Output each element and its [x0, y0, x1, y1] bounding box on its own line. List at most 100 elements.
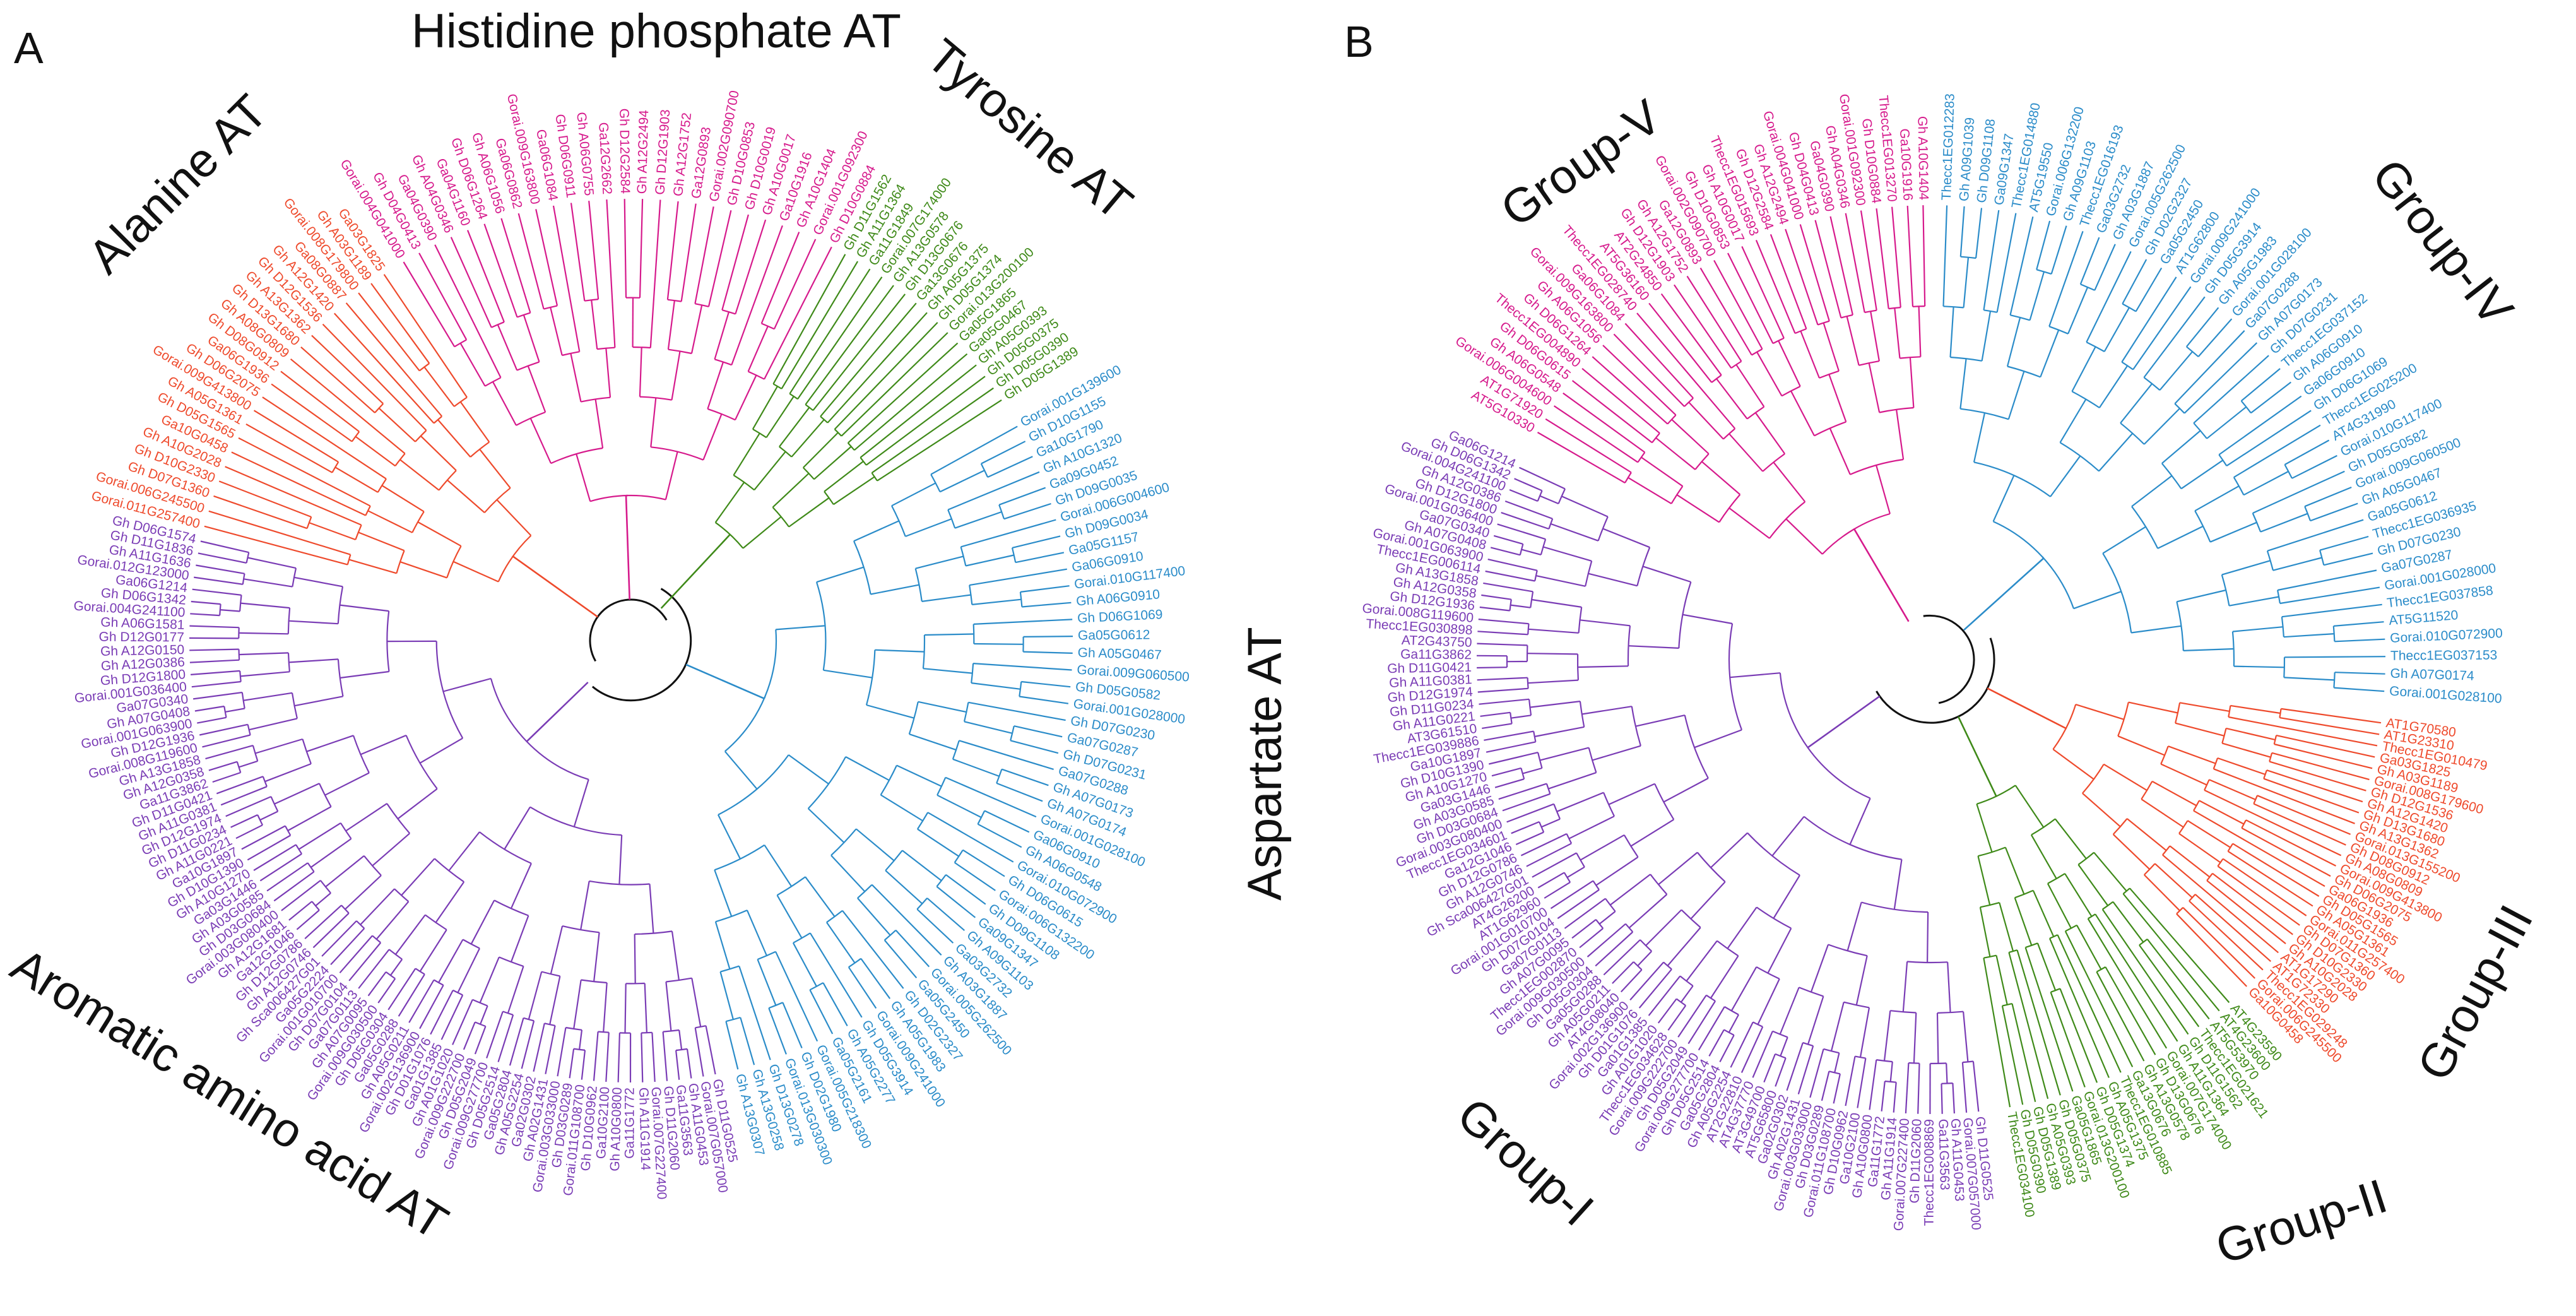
clade-group4-arc	[2221, 574, 2230, 606]
clade-group4-branch	[2143, 296, 2206, 378]
leaf-label: Gh A10G0800	[608, 1087, 625, 1171]
clade-group5-branch	[1628, 477, 1672, 504]
clade-tyrosine-branch	[742, 516, 782, 549]
clade-aromatic-branch	[593, 932, 600, 982]
clade-aspartate-branch	[1001, 768, 1049, 786]
clade-group5-branch	[1785, 518, 1823, 555]
clade-aromatic-branch	[705, 1025, 716, 1075]
clade-group3-branch	[2221, 742, 2271, 758]
clade-aromatic-arc	[565, 1026, 582, 1031]
clade-aromatic-branch	[480, 1005, 488, 1025]
clade-aspartate-branch	[880, 794, 923, 822]
clade-alanine-branch	[420, 435, 457, 471]
clade-group4-branch	[2233, 424, 2321, 478]
clade-aromatic-arc	[523, 1017, 535, 1022]
clade-group1-branch	[1947, 962, 1951, 1013]
clade-group1-branch	[1797, 1045, 1814, 1094]
clade-group5-branch	[1909, 357, 1915, 408]
clade-group3-branch	[2128, 701, 2178, 714]
clade-histidine-branch	[721, 214, 749, 311]
clade-aromatic-arc	[287, 607, 291, 634]
clade-group5-branch	[1918, 306, 1922, 357]
clade-aromatic-branch	[419, 737, 463, 764]
clade-group1-branch	[1586, 923, 1626, 957]
clade-group1-branch	[1511, 714, 1532, 719]
clade-alanine-branch	[399, 459, 440, 491]
clade-group3-branch	[2075, 704, 2124, 720]
clade-aspartate-branch	[927, 812, 1014, 863]
clade-aspartate-branch	[998, 487, 1046, 506]
clade-group4-arc	[2086, 341, 2105, 352]
clade-alanine-arc	[433, 415, 442, 424]
clade-aromatic-arc	[598, 1031, 609, 1033]
clade-group5-branch	[1773, 461, 1806, 502]
clade-group5-branch	[1829, 428, 1851, 475]
clade-group1-branch	[1629, 961, 1664, 1001]
clade-aromatic-branch	[192, 588, 242, 596]
clade-aspartate-branch	[775, 951, 818, 1042]
clade-group4-arc	[2284, 464, 2293, 479]
leaf-label: Ga11G3862	[1400, 647, 1472, 662]
clade-tyrosine-branch	[803, 432, 839, 468]
clade-group4-branch	[1949, 307, 1954, 358]
clade-group1-branch	[1588, 572, 1638, 587]
clade-alanine-branch	[218, 480, 312, 518]
clade-group1-branch	[1620, 969, 1643, 993]
clade-group1-branch	[1580, 619, 1631, 627]
clade-aromatic-branch	[452, 999, 473, 1045]
clade-aspartate-arc	[726, 1016, 741, 1023]
clade-aromatic-arc	[311, 901, 320, 911]
clade-histidine-branch	[650, 398, 657, 448]
clade-aromatic-branch	[448, 831, 480, 872]
clade-aspartate-branch	[805, 876, 836, 917]
clade-aromatic-branch	[641, 1033, 644, 1082]
clade-group3-arc	[2162, 845, 2171, 856]
clade-alanine-branch	[225, 466, 362, 526]
clade-aromatic-branch	[339, 935, 373, 974]
clade-group4-branch	[2177, 589, 2226, 603]
clade-alanine-branch	[231, 451, 366, 516]
clade-group2-branch	[2087, 918, 2168, 1049]
clade-aromatic-branch	[486, 1011, 504, 1058]
clade-group1-branch	[1578, 665, 1629, 668]
clade-aromatic-arc	[252, 745, 259, 762]
root-arc	[589, 598, 668, 662]
clade-aromatic-branch	[580, 880, 590, 930]
clade-group1-branch	[1581, 706, 1632, 715]
clade-group4-branch	[2252, 470, 2345, 514]
clade-aspartate-arc	[768, 1002, 783, 1009]
clade-alanine-branch	[311, 335, 384, 405]
clade-group1-arc	[1696, 851, 1726, 882]
clade-aspartate-branch	[718, 814, 741, 860]
clade-group4-arc	[2143, 377, 2161, 391]
clade-histidine-branch	[707, 210, 732, 307]
clade-group1-branch	[1509, 489, 1539, 502]
clade-aromatic-branch	[266, 862, 309, 892]
clade-group1-branch	[1972, 1061, 1980, 1112]
clade-tyrosine-branch	[820, 302, 917, 417]
clade-histidine-branch	[418, 252, 468, 340]
clade-group1-branch	[1821, 1071, 1830, 1101]
clade-tyrosine-branch	[772, 473, 810, 508]
clade-group5-branch	[1648, 302, 1713, 383]
clade-aromatic-branch	[579, 1029, 583, 1050]
clade-group4-branch	[2029, 271, 2045, 321]
clade-group3-branch	[2169, 845, 2211, 878]
clade-group5-arc	[1624, 471, 1632, 483]
clade-group4-branch	[2310, 502, 2358, 522]
clade-group3-branch	[2141, 798, 2184, 828]
leaf-label: Gh A12G0150	[100, 643, 185, 659]
clade-group2-arc	[2122, 887, 2130, 894]
clade-aspartate-arc	[998, 504, 1005, 519]
clade-aspartate-branch	[952, 758, 1000, 777]
clade-group2-arc	[2002, 1003, 2012, 1007]
clade-group1-arc	[1509, 599, 1512, 611]
clade-aromatic-arc	[386, 803, 411, 834]
clade-group3-branch	[2226, 727, 2276, 741]
clade-alanine-branch	[348, 559, 397, 574]
clade-tyrosine-branch	[877, 399, 1002, 482]
clade-group1-branch	[1490, 547, 1521, 556]
clade-group2-branch	[2048, 938, 2110, 1078]
clade-group4-branch	[2180, 459, 2224, 490]
